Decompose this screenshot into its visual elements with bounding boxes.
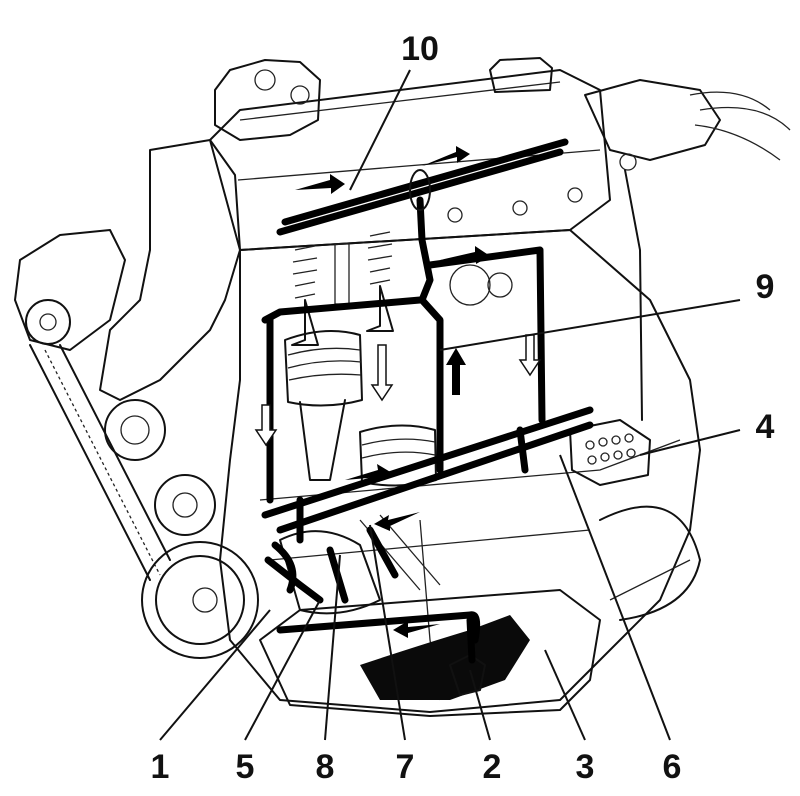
callout-8: 8 <box>316 748 335 786</box>
main-oil-gallery <box>261 406 594 519</box>
callout-6: 6 <box>663 748 682 786</box>
callout-1: 1 <box>151 748 170 786</box>
callout-5: 5 <box>236 748 255 786</box>
callout-7: 7 <box>396 748 415 786</box>
flow-arrow-hollow-down <box>370 344 394 402</box>
flow-arrow-hollow-down <box>518 334 542 377</box>
flow-arrows <box>254 146 542 638</box>
leader-lines <box>159 69 741 741</box>
flow-arrow-up <box>446 348 466 395</box>
flow-arrow-solid <box>295 174 345 194</box>
flow-arrow-solid <box>440 246 490 264</box>
callout-2: 2 <box>483 748 502 786</box>
oil-pump-pickup-pipe <box>276 611 481 644</box>
callout-10: 10 <box>401 30 439 68</box>
callout-3: 3 <box>576 748 595 786</box>
flow-arrow-solid <box>422 146 470 166</box>
flow-arrow-solid <box>374 512 420 531</box>
engine-illustration <box>14 57 791 717</box>
callout-labels: 1 5 8 7 2 3 6 4 9 10 <box>151 30 775 786</box>
flow-arrow-solid <box>393 621 440 638</box>
camshaft-oil-gallery <box>276 148 564 236</box>
flow-arrow-hollow-down <box>254 404 278 447</box>
callout-9: 9 <box>756 268 775 306</box>
callout-4: 4 <box>756 408 775 446</box>
oil-circuit <box>261 138 594 664</box>
flow-arrow-solid <box>345 464 392 482</box>
